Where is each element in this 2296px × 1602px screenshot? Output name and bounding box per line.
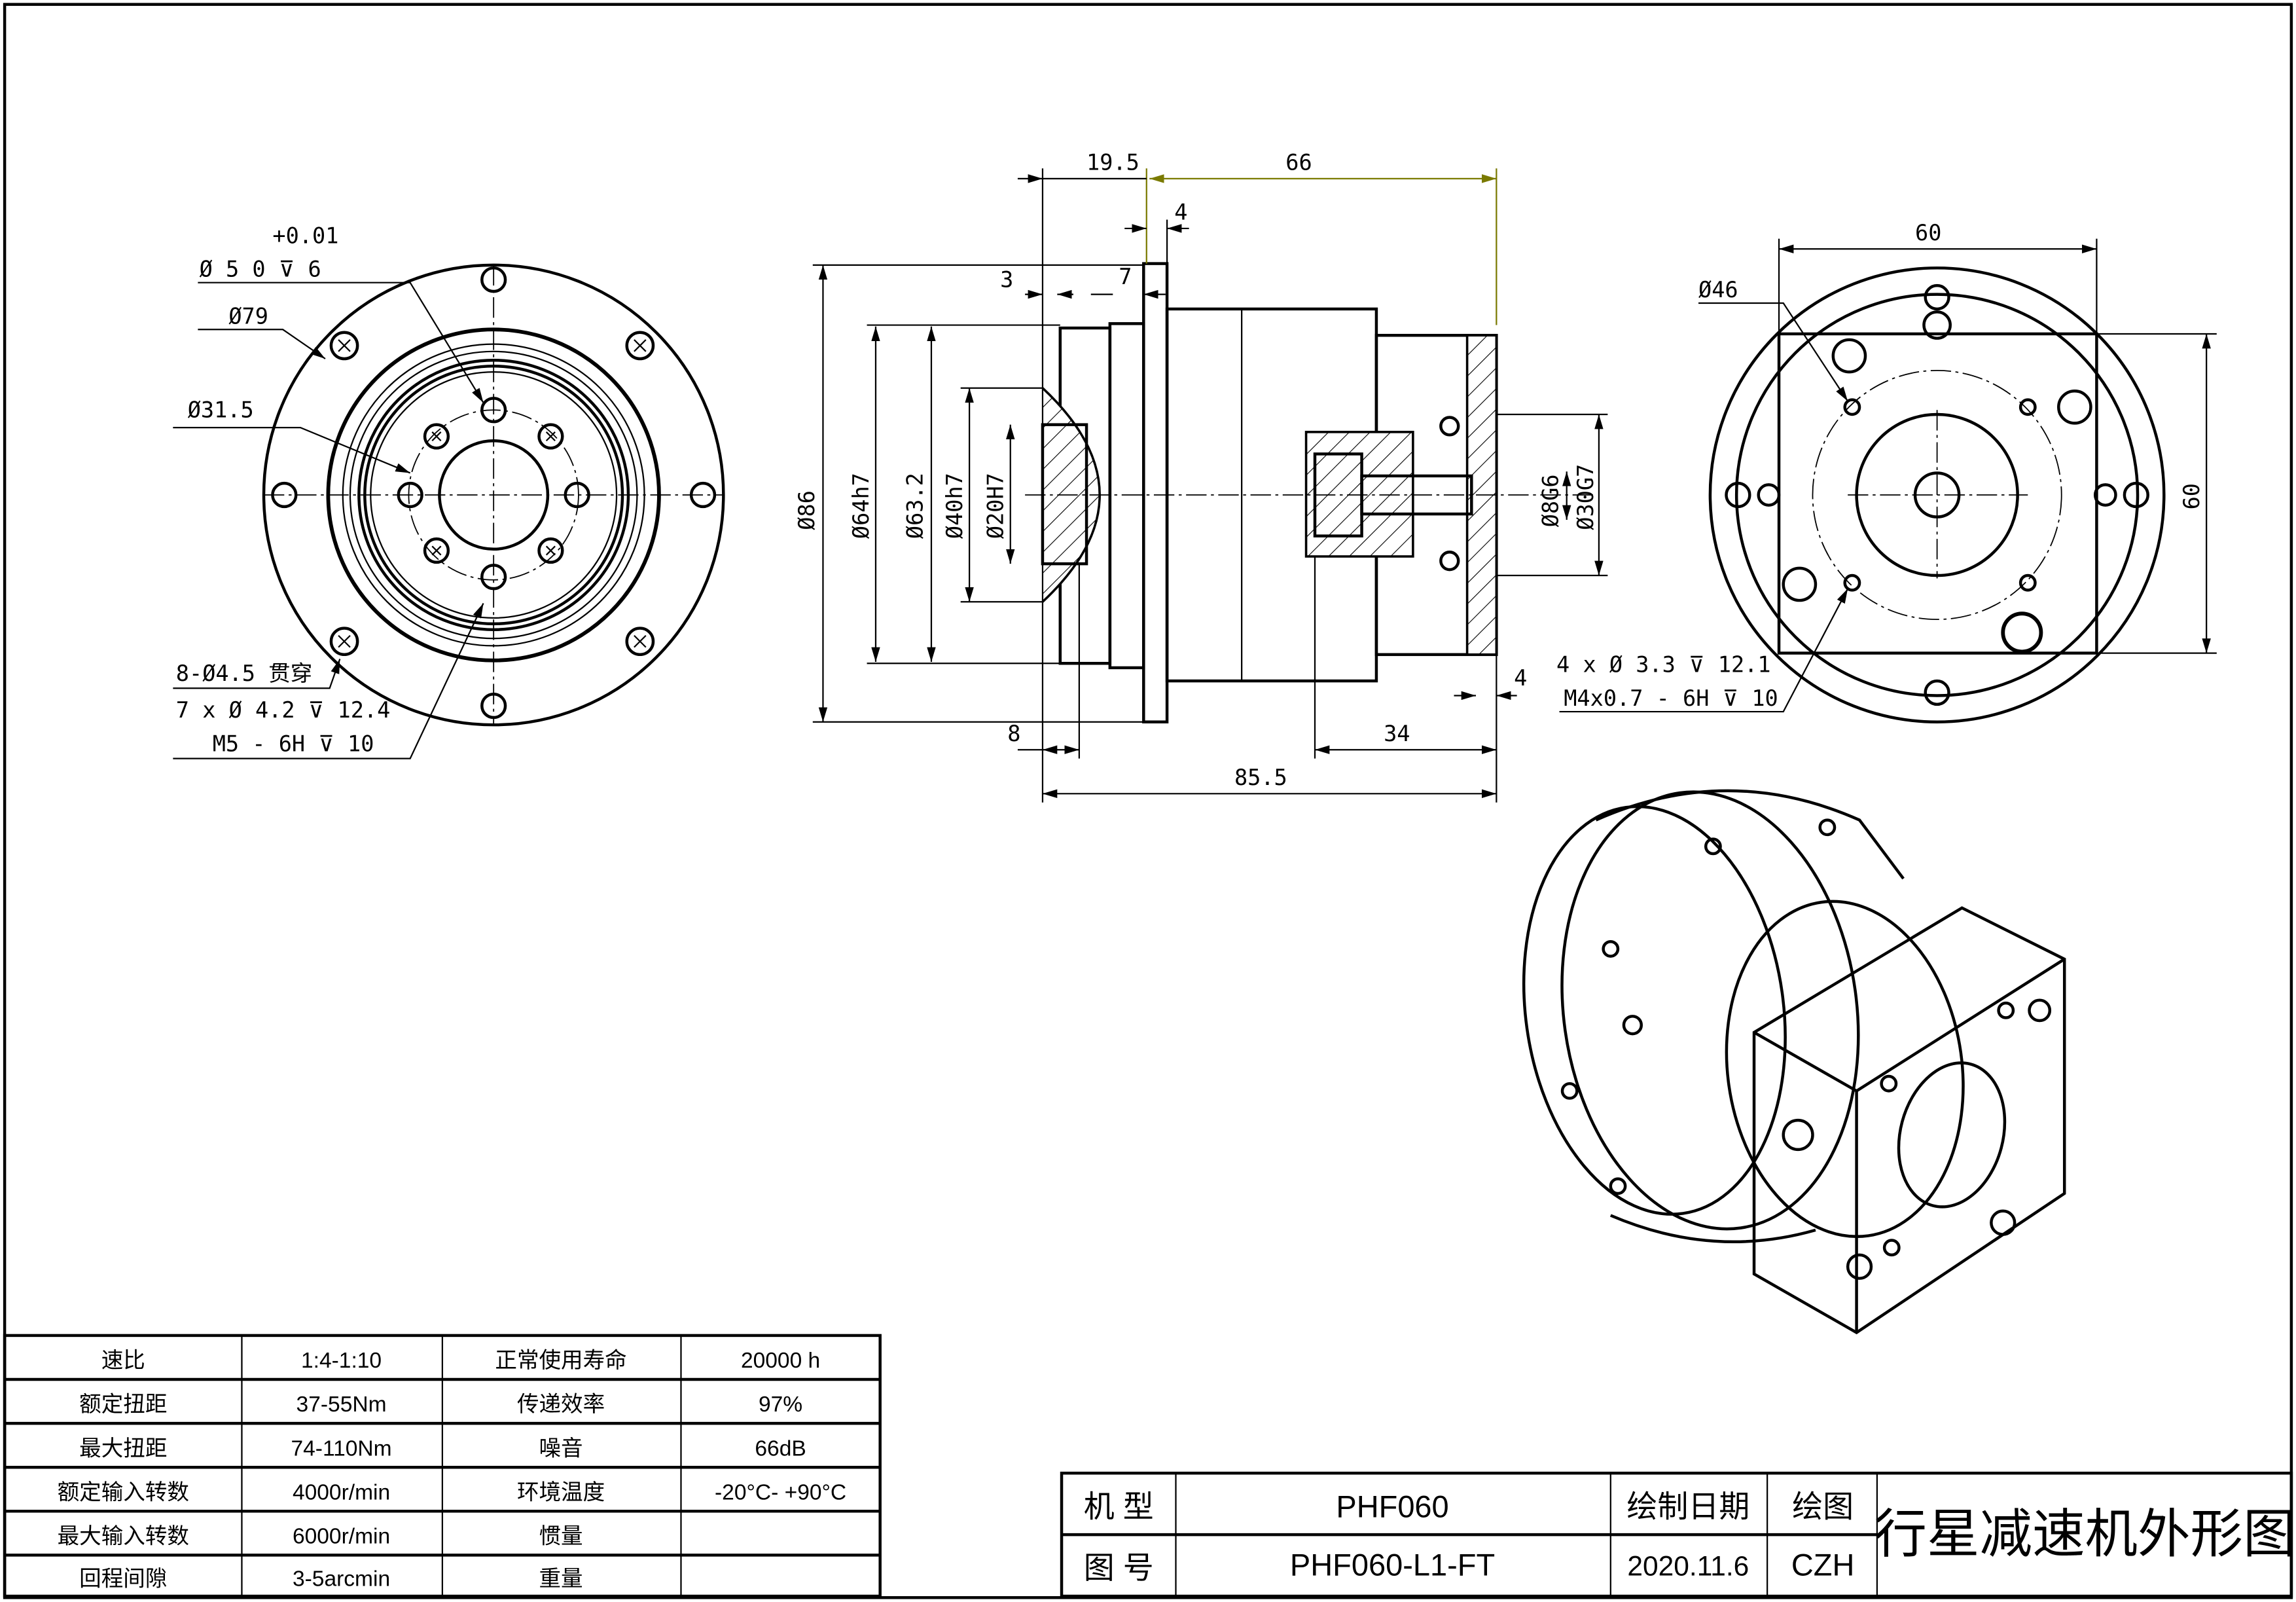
dim-8: 8 xyxy=(1007,721,1020,746)
model-value: PHF060 xyxy=(1336,1489,1448,1523)
pcd-label: Ø31.5 xyxy=(188,397,254,422)
table-row: 回程间隙 3-5arcmin 重量 xyxy=(79,1567,583,1591)
table-cell: 惯量 xyxy=(539,1524,583,1549)
dim-64h7: Ø64h7 xyxy=(848,473,874,539)
drawing-title: 行星减速机外形图 xyxy=(1874,1505,2295,1564)
width-60-label: 60 xyxy=(1915,220,1941,246)
table-row: 额定扭距 37-55Nm 传递效率 97% xyxy=(79,1392,802,1417)
dim-4-bottom: 4 xyxy=(1514,665,1527,691)
drawer-label: 绘图 xyxy=(1792,1489,1854,1523)
table-cell: 6000r/min xyxy=(293,1525,390,1549)
table-cell: 最大输入转数 xyxy=(58,1524,189,1549)
table-cell: 66dB xyxy=(755,1436,806,1461)
dim-40h7: Ø40h7 xyxy=(942,473,967,539)
table-row: 最大扭距 74-110Nm 噪音 66dB xyxy=(79,1436,806,1461)
table-cell: 噪音 xyxy=(539,1436,583,1461)
drawer-value: CZH xyxy=(1791,1548,1855,1582)
date-value: 2020.11.6 xyxy=(1627,1552,1749,1582)
side-view: 19.5 66 4 3 7 Ø86 Ø64h7 Ø63.2 Ø40h7 Ø20H… xyxy=(794,149,1608,803)
height-60-label: 60 xyxy=(2179,483,2204,509)
dim-20H7: Ø20H7 xyxy=(983,473,1009,539)
dim-34: 34 xyxy=(1384,721,1410,746)
front-view: +0.01 Ø 5 0 ⊽ 6 Ø79 Ø31.5 8-Ø4.5 贯穿 7 x … xyxy=(173,223,725,759)
cross-hole-icon xyxy=(329,331,655,657)
table-cell: 速比 xyxy=(101,1349,145,1373)
rear-thread-label: M4x0.7 - 6H ⊽ 10 xyxy=(1564,685,1778,711)
table-cell: 传递效率 xyxy=(517,1392,605,1417)
table-cell: 4000r/min xyxy=(293,1480,390,1504)
table-cell: 重量 xyxy=(539,1567,583,1591)
model-label: 机 型 xyxy=(1084,1489,1154,1523)
table-cell: 3-5arcmin xyxy=(293,1567,390,1591)
plus-hole-icon xyxy=(271,266,717,719)
dim-85-5: 85.5 xyxy=(1234,765,1287,790)
dim-19-5: 19.5 xyxy=(1086,149,1139,175)
table-cell: 97% xyxy=(759,1393,802,1417)
isometric-view xyxy=(1522,789,2066,1335)
spec-table: 速比 1:4-1:10 正常使用寿命 20000 h 额定扭距 37-55Nm 传递效… xyxy=(3,1334,882,1598)
dim-63-2: Ø63.2 xyxy=(903,473,928,539)
table-cell: -20°C- +90°C xyxy=(715,1480,846,1504)
dim-3: 3 xyxy=(1000,266,1013,292)
hex-screw-icon xyxy=(2001,611,2043,654)
table-cell: 额定输入转数 xyxy=(58,1480,189,1504)
drawing-no-label: 图 号 xyxy=(1084,1550,1154,1585)
title-block: 机 型 PHF060 绘制日期 绘图 图 号 PHF060-L1-FT 2020… xyxy=(1060,1471,2296,1598)
table-cell: 回程间隙 xyxy=(79,1567,167,1591)
dim-7: 7 xyxy=(1119,264,1132,289)
table-cell: 74-110Nm xyxy=(291,1436,391,1461)
flange-diameter-label: Ø79 xyxy=(228,303,268,329)
dim-8G6: Ø8G6 xyxy=(1537,474,1563,527)
table-cell: 1:4-1:10 xyxy=(301,1349,382,1373)
dim-4-top: 4 xyxy=(1174,200,1187,225)
date-label: 绘制日期 xyxy=(1626,1489,1749,1523)
cross-hole-icon xyxy=(1843,398,2037,592)
table-row: 速比 1:4-1:10 正常使用寿命 20000 h xyxy=(101,1348,820,1373)
table-cell: 20000 h xyxy=(741,1349,820,1373)
rear-holes-label: 4 x Ø 3.3 ⊽ 12.1 xyxy=(1556,652,1771,678)
table-cell: 环境温度 xyxy=(517,1480,605,1504)
rear-view: 60 60 Ø46 4 x Ø 3.3 ⊽ 12.1 M4x0.7 - 6H ⊽… xyxy=(1556,220,2217,723)
thread-label: M5 - 6H ⊽ 10 xyxy=(213,731,374,756)
table-row: 最大输入转数 6000r/min 惯量 xyxy=(58,1524,583,1549)
table-cell: 正常使用寿命 xyxy=(495,1348,626,1373)
table-row: 额定输入转数 4000r/min 环境温度 -20°C- +90°C xyxy=(58,1480,847,1504)
table-cell: 额定扭距 xyxy=(79,1392,167,1417)
bore-callout: Ø 5 0 ⊽ 6 xyxy=(200,257,321,282)
table-cell: 最大扭距 xyxy=(79,1436,167,1461)
table-cell: 37-55Nm xyxy=(296,1393,387,1417)
dim-86: Ø86 xyxy=(794,490,819,530)
through-holes-label: 8-Ø4.5 贯穿 xyxy=(176,661,312,686)
dim-30G7: Ø30G7 xyxy=(1573,464,1598,530)
drawing-no-value: PHF060-L1-FT xyxy=(1290,1548,1495,1582)
pcd-46-label: Ø46 xyxy=(1698,277,1738,302)
tolerance-label: +0.01 xyxy=(272,223,338,248)
tapped-holes-label: 7 x Ø 4.2 ⊽ 12.4 xyxy=(176,697,391,723)
dim-66: 66 xyxy=(1285,149,1312,175)
